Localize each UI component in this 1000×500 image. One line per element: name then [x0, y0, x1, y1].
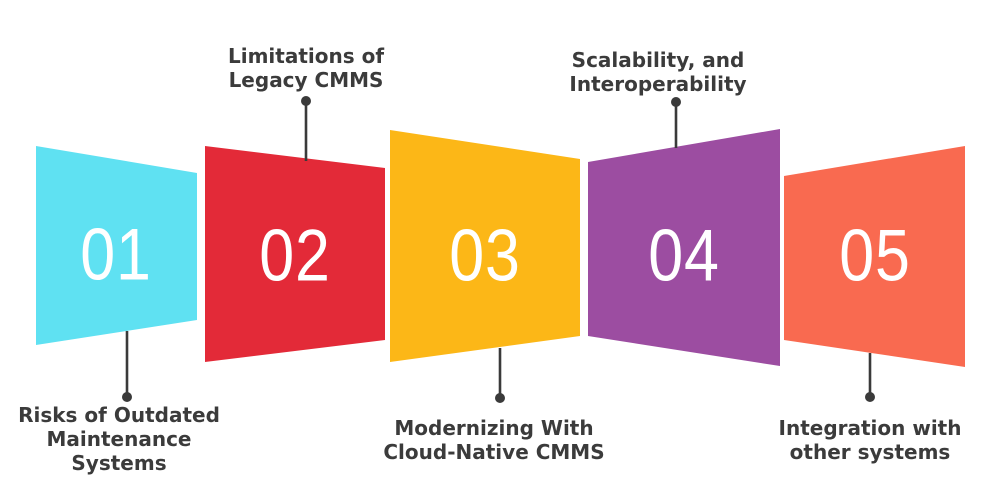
step-2-label: Limitations of Legacy CMMS — [227, 44, 385, 92]
step-5-number: 05 — [839, 215, 911, 297]
step-4-number: 04 — [648, 215, 720, 297]
step-4-connector-dot — [671, 97, 681, 107]
step-4-label: Scalability, and Interoperability — [569, 48, 747, 96]
step-2-number: 02 — [259, 215, 331, 297]
step-5-panel — [784, 146, 965, 367]
step-3-number: 03 — [449, 215, 521, 297]
step-3-connector-dot — [495, 393, 505, 403]
step-1-number: 01 — [80, 214, 152, 296]
step-1-label: Risks of Outdated Maintenance Systems — [18, 403, 220, 475]
step-2-panel — [205, 146, 385, 362]
step-4-panel — [588, 129, 780, 366]
step-3-label: Modernizing With Cloud-Native CMMS — [383, 416, 605, 464]
step-1-connector-dot — [122, 392, 132, 402]
step-1-panel — [36, 146, 197, 345]
step-2-connector-dot — [301, 96, 311, 106]
step-5-label: Integration with other systems — [778, 416, 962, 464]
step-3-panel — [390, 130, 580, 362]
step-5-connector-dot — [865, 392, 875, 402]
